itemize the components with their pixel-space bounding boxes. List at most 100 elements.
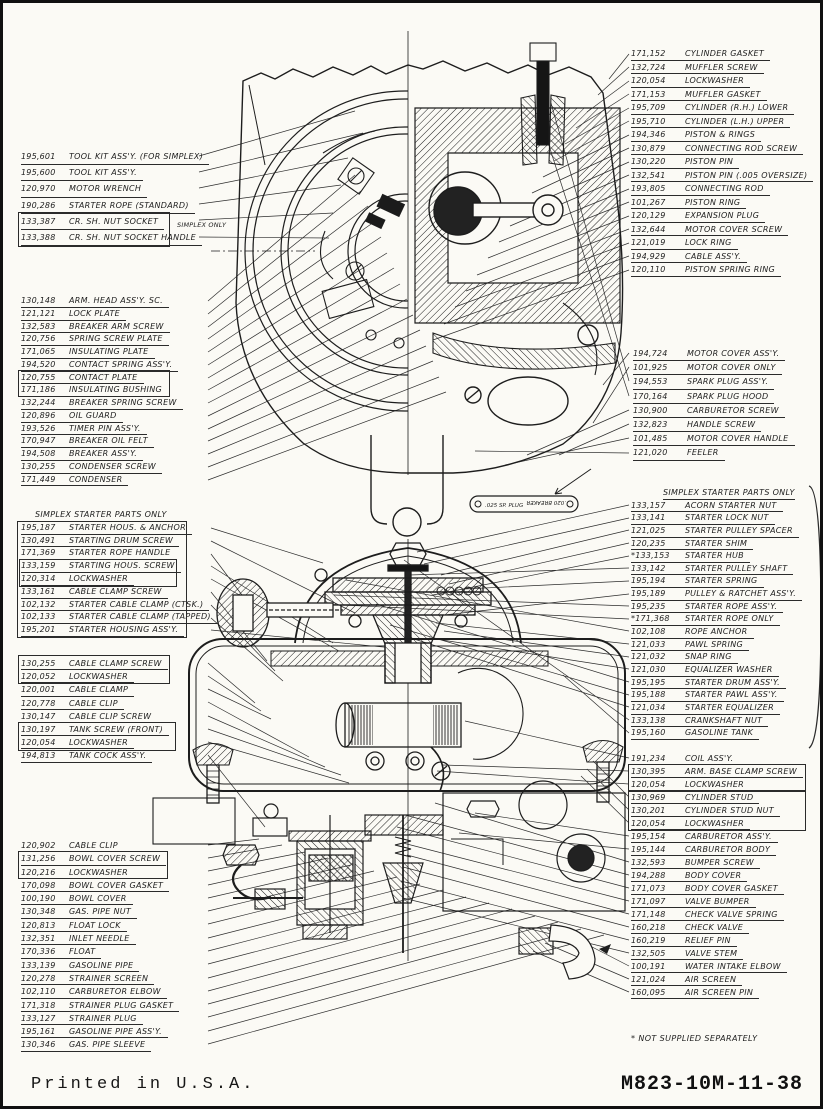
part-number: 160,218 bbox=[631, 923, 666, 932]
part-description: TANK COCK ASS'Y. bbox=[69, 751, 147, 761]
part-description: VALVE BUMPER bbox=[685, 897, 750, 906]
part-number: 195,189 bbox=[631, 589, 666, 599]
part-description: CONNECTING ROD SCREW bbox=[685, 143, 798, 153]
part-description: STARTING DRUM SCREW bbox=[69, 535, 174, 545]
part-number: 120,110 bbox=[631, 265, 666, 274]
part-description: LOCKWASHER bbox=[69, 573, 129, 583]
part-description: LOCKWASHER bbox=[685, 76, 745, 85]
part-number: 133,139 bbox=[21, 960, 56, 970]
part-number: 120,813 bbox=[21, 920, 56, 930]
part-description: MUFFLER SCREW bbox=[685, 62, 758, 72]
part-number: 100,191 bbox=[631, 962, 666, 971]
starter-tank-section bbox=[152, 539, 626, 961]
part-row: 100,191 WATER INTAKE ELBOW bbox=[631, 960, 787, 973]
part-description: BODY COVER bbox=[685, 871, 742, 880]
part-description: TIMER PIN ASS'Y. bbox=[69, 423, 141, 433]
part-number: 130,148 bbox=[21, 296, 56, 305]
part-number: 101,925 bbox=[633, 363, 668, 373]
part-number: 171,449 bbox=[21, 474, 56, 484]
part-number: 132,823 bbox=[633, 419, 668, 429]
part-number: 171,186 bbox=[21, 385, 56, 395]
part-number: 171,097 bbox=[631, 897, 666, 906]
part-number: 195,161 bbox=[21, 1027, 56, 1037]
part-number: 101,485 bbox=[633, 434, 668, 444]
part-number: 121,030 bbox=[631, 664, 666, 674]
part-description: STARTER PULLEY SPACER bbox=[685, 525, 793, 535]
group-header: SIMPLEX STARTER PARTS ONLY bbox=[663, 487, 795, 500]
part-description: STARTER ROPE (STANDARD) bbox=[69, 200, 189, 210]
part-description: FEELER bbox=[687, 448, 719, 458]
engine-cross-section-drawing: .025 SP. PLUG .020 BREAKER bbox=[152, 31, 820, 1045]
simplex-only-note: SIMPLEX ONLY bbox=[177, 221, 227, 229]
part-number: 120,755 bbox=[21, 372, 56, 382]
part-description: BREAKER SPRING SCREW bbox=[69, 398, 177, 407]
part-description: LOCKWASHER bbox=[69, 867, 129, 877]
part-number: 130,348 bbox=[21, 907, 56, 917]
part-description: WATER INTAKE ELBOW bbox=[685, 962, 781, 971]
part-number: 195,235 bbox=[631, 601, 666, 611]
part-number: 194,288 bbox=[631, 871, 666, 880]
part-number: 195,160 bbox=[631, 728, 666, 738]
part-number: 133,161 bbox=[21, 586, 56, 596]
part-description: CABLE CLIP bbox=[69, 698, 118, 708]
part-description: ARM. BASE CLAMP SCREW bbox=[685, 767, 797, 776]
part-row: 195,189 PULLEY & RATCHET ASS'Y. bbox=[631, 588, 803, 601]
part-description: MOTOR COVER SCREW bbox=[685, 224, 783, 234]
part-number: 130,255 bbox=[21, 461, 56, 471]
part-description: CYLINDER GASKET bbox=[685, 49, 765, 58]
part-description: INSULATING PLATE bbox=[69, 347, 149, 356]
part-description: CABLE ASS'Y. bbox=[685, 251, 742, 261]
part-number: 130,201 bbox=[631, 806, 666, 815]
part-description: BUMPER SCREW bbox=[685, 858, 755, 867]
part-number: 195,194 bbox=[631, 576, 666, 586]
part-description: PULLEY & RATCHET ASS'Y. bbox=[685, 589, 797, 599]
part-description: CARBURETOR BODY bbox=[685, 845, 771, 854]
part-number: 120,052 bbox=[21, 672, 56, 682]
part-number: 120,054 bbox=[631, 780, 666, 789]
part-number: 120,001 bbox=[21, 685, 56, 695]
printed-in-usa-text: Printed in U.S.A. bbox=[31, 1075, 256, 1094]
part-description: GASOLINE PIPE ASS'Y. bbox=[69, 1027, 162, 1037]
part-description: FLOAT LOCK bbox=[69, 920, 121, 930]
carburetor-section bbox=[222, 780, 626, 980]
part-number: 194,508 bbox=[21, 449, 56, 458]
part-description: CARBURETOR ASS'Y. bbox=[685, 832, 772, 841]
part-row: 193,526 TIMER PIN ASS'Y. bbox=[21, 423, 147, 436]
part-number: 171,065 bbox=[21, 347, 56, 356]
part-number: 120,216 bbox=[21, 867, 56, 877]
part-number: 193,526 bbox=[21, 423, 56, 433]
part-description: BREAKER ARM SCREW bbox=[69, 321, 164, 331]
part-description: STARTER PAWL ASS'Y. bbox=[685, 690, 778, 700]
feeler-gauge: .025 SP. PLUG .020 BREAKER bbox=[469, 468, 592, 513]
part-description: BOWL COVER GASKET bbox=[69, 880, 164, 890]
part-number: 195,188 bbox=[631, 690, 666, 700]
part-number: 131,256 bbox=[21, 854, 56, 864]
part-number: 195,709 bbox=[631, 103, 666, 112]
